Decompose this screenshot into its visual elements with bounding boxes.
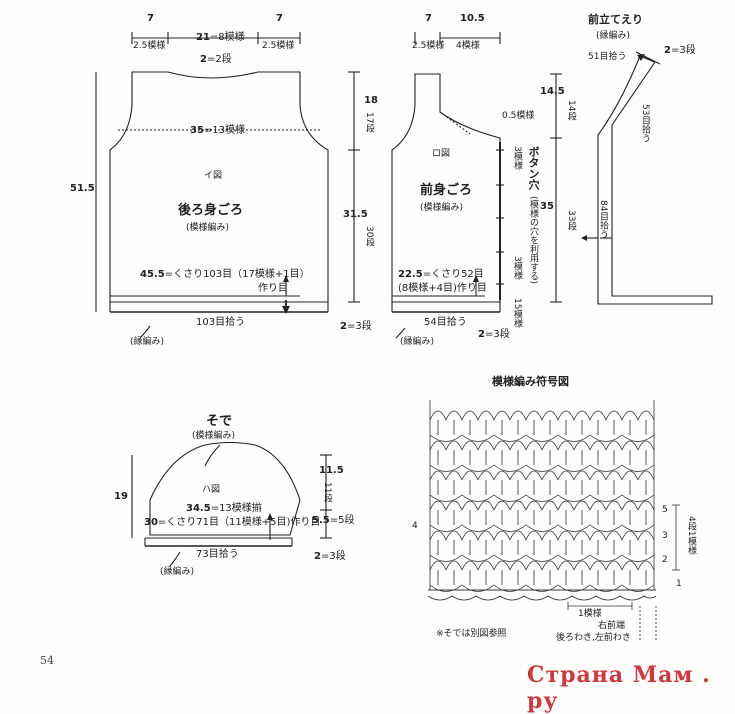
sleeve-label-id: ハ図 [202,485,221,495]
collar-stitch: (縁編み) [596,31,631,41]
back-edge: (縁編み) [130,337,165,347]
front-neck-shaping: 0.5模様 [502,111,535,121]
front-height-top: 14.5 [540,86,565,97]
sleeve-height: 19 [114,491,128,502]
sleeve-edge: (縁編み) [160,567,195,577]
chart-row-3: 3 [662,531,668,541]
page-number: 54 [40,654,54,667]
sleeve-cast-on: 30=くさり71目（11模様+5目)作り目 [144,517,321,528]
chart-row-5: 5 [662,505,668,515]
chart-repeat: 1模様 [578,609,602,619]
front-width-mid-sub: 4模様 [456,41,480,51]
stitch-chart-grid [427,400,680,640]
back-height-body-sub: 30段 [364,226,374,247]
back-width-right: 7 [276,13,283,24]
sleeve-pickup: 73目拾う [196,549,239,560]
buttonhole-sub: (模様の穴を利用する) [528,196,538,285]
sleeve-stitch: (模様編み) [192,431,236,441]
chart-row-4: 4 [412,521,418,531]
sleeve-outline [149,441,301,536]
chart-right-edge: 右前端 [598,621,626,631]
back-height-body: 31.5 [343,209,368,220]
front-edge-rows: 2=3段 [478,329,510,340]
sleeve-height-top-sub: 11段 [322,482,332,503]
front-cast-on: 22.5=くさり52目 [398,269,484,280]
front-height-top-sub: 14段 [566,100,576,121]
chart-title: 模様編み符号図 [492,375,569,388]
back-width-mid: 21=8模様 [196,32,245,43]
front-cast-on-2: (8模様+4目)作り目 [398,283,487,294]
back-label-id: イ図 [204,171,223,181]
chart-repeat-rows: 4段1模様 [686,516,696,555]
front-height-body-sub: 33段 [566,210,576,231]
sleeve-height-bottom: 5.5=5段 [312,515,355,526]
back-cast-on: 45.5=くさり103目（17模様+1目） [140,269,310,280]
front-label-id: ロ図 [432,149,451,159]
sleeve-height-top: 11.5 [319,465,344,476]
sleeve-edge-rows: 2=3段 [314,551,346,562]
front-height-body: 35 [540,201,554,212]
buttonhole-title: ボタン穴 [527,146,540,190]
sleeve-title: そで [206,414,233,429]
front-edge: (縁編み) [400,337,435,347]
back-width-right-sub: 2.5模様 [262,41,295,51]
back-title: 後ろ身ごろ [178,203,244,218]
front-title: 前身ごろ [420,183,473,198]
collar-rows: 2=3段 [664,45,696,56]
back-width-left: 7 [147,13,154,24]
back-edge-rows: 2=3段 [340,321,372,332]
back-height-top-sub: 17段 [364,112,374,133]
chart-note: ※そでは別図参照 [436,629,507,639]
sleeve-top-width: 34.5=13模様揃 [186,503,262,514]
collar-title: 前立てえり [588,13,643,26]
back-stitch: (模様編み) [186,223,230,233]
front-stitch: (模様編み) [420,203,464,213]
collar-pickup-neck: 53目拾う [640,104,650,143]
collar-pickup-top: 51目拾う [588,52,627,62]
front-width-left: 7 [425,13,432,24]
front-repeat-top: 3模様 [512,146,522,170]
back-chest: 35=13模様 [190,125,246,136]
watermark: Страна Мам . ру [527,662,711,714]
collar-band-outline [597,55,713,305]
back-height-top: 18 [364,95,378,106]
front-width-mid: 10.5 [460,13,485,24]
back-total-height: 51.5 [70,183,95,194]
chart-row-1: 1 [676,579,682,589]
chart-row-2: 2 [662,555,668,565]
front-width-left-sub: 2.5模様 [412,41,445,51]
front-pickup: 54目拾う [424,317,467,328]
back-piece-outline [109,71,329,303]
front-repeat-bottom: 3模様 [512,256,522,280]
back-neck-rows: 2=2段 [200,54,232,65]
front-repeat-last: 15模様 [512,298,522,328]
collar-pickup-front: 84目拾う [598,200,608,239]
chart-edge-note: 後ろわき,左前わき [556,633,631,643]
back-width-left-sub: 2.5模様 [133,41,166,51]
back-start: 作り目 [258,283,288,294]
back-pickup: 103目拾う [196,317,246,328]
